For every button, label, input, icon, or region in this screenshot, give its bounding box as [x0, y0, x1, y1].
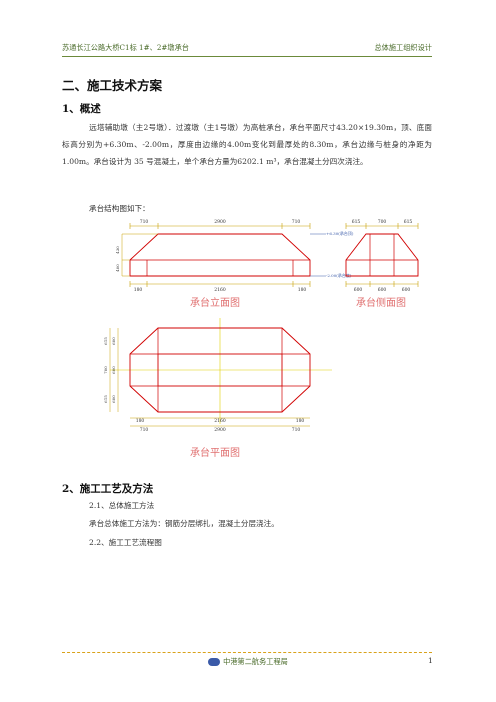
side-outline — [345, 233, 419, 277]
elev-level-top: +6.30(承台顶) — [326, 230, 354, 236]
side-bottom-dim-1: 600 — [378, 287, 387, 293]
plan-left-inner-dim-2: 600 — [111, 395, 116, 403]
pile-cap-drawing: 710 2900 710 430 400 +6.30(承台顶) -2.00(承台… — [100, 212, 440, 462]
plan-bottom-inner-dim-2: 180 — [296, 418, 305, 424]
side-top-dim-2: 615 — [404, 219, 413, 225]
plan-bottom-outer-dim-2: 710 — [292, 427, 301, 433]
plan-bottom-inner-dim-1: 2160 — [214, 418, 226, 424]
plan-bottom-inner-dim-0: 180 — [136, 418, 145, 424]
side-top-dim-0: 615 — [352, 219, 361, 225]
elev-outline — [129, 233, 311, 277]
figure-intro: 承台结构图如下： — [89, 204, 150, 213]
elevation-view: 710 2900 710 430 400 +6.30(承台顶) -2.00(承台… — [115, 219, 354, 293]
footer-rule — [62, 652, 432, 653]
pile-cap-svg: 710 2900 710 430 400 +6.30(承台顶) -2.00(承台… — [103, 219, 419, 433]
plan-left-dim-0: 615 — [103, 337, 108, 345]
plan-bottom-outer-dim-1: 2900 — [214, 427, 226, 433]
plan-left-inner-dim-0: 600 — [111, 337, 116, 345]
plan-left-dim-2: 615 — [103, 395, 108, 403]
process-sub1-text: 承台总体施工方法为：钢筋分层绑扎，混凝土分层浇注。 — [89, 519, 279, 528]
plan-caption: 承台平面图 — [190, 448, 240, 459]
overview-text: 远塔辅助墩（主2号墩）．过渡墩（主1号墩）为高桩承台，承台平面尺寸43.20×1… — [62, 123, 432, 166]
side-view: 615 700 615 600 600 600 — [345, 219, 419, 293]
elev-top-dim-0: 710 — [140, 219, 149, 225]
process-sub2: 2.2、施工工艺流程图 — [89, 538, 162, 547]
footer-org: 中港第二航务工程局 — [223, 657, 288, 666]
page-number: 1 — [428, 656, 433, 665]
process-sub1: 2.1、总体施工方法 — [89, 501, 155, 510]
elev-level-bottom: -2.00(承台底) — [326, 272, 352, 278]
elev-left-dim-1: 400 — [115, 264, 120, 272]
plan-view: 615 700 615 600 600 600 180 2160 180 710… — [103, 318, 332, 433]
elev-left-dim-0: 430 — [115, 246, 120, 254]
overview-heading: 1、概述 — [62, 103, 101, 115]
elev-bottom-dim-2: 180 — [298, 287, 307, 293]
side-bottom-dim-0: 600 — [354, 287, 363, 293]
side-caption: 承台侧面图 — [356, 298, 406, 309]
elev-bottom-dim-1: 2160 — [214, 287, 226, 293]
header-project-title: 苏通长江公路大桥C1标 1#、2#墩承台 — [62, 43, 189, 52]
section-title: 二、施工技术方案 — [62, 78, 163, 93]
plan-inner-rect — [157, 353, 283, 387]
page-footer: 中港第二航务工程局 — [0, 657, 496, 667]
plan-left-inner-dim-1: 600 — [111, 366, 116, 374]
side-top-dim-1: 700 — [378, 219, 387, 225]
overview-paragraph: 远塔辅助墩（主2号墩）．过渡墩（主1号墩）为高桩承台，承台平面尺寸43.20×1… — [62, 119, 432, 170]
elev-top-dim-2: 710 — [292, 219, 301, 225]
header-rule — [62, 56, 432, 57]
header-doc-title: 总体施工组织设计 — [374, 43, 432, 52]
elev-bottom-dim-0: 180 — [134, 287, 143, 293]
page-header: 苏通长江公路大桥C1标 1#、2#墩承台 总体施工组织设计 — [62, 40, 432, 54]
company-logo-icon — [208, 658, 221, 666]
plan-left-dim-1: 700 — [103, 366, 108, 374]
side-bottom-dim-2: 600 — [402, 287, 411, 293]
process-heading: 2、施工工艺及方法 — [62, 483, 154, 495]
elev-top-dim-1: 2900 — [214, 219, 226, 225]
elevation-caption: 承台立面图 — [190, 298, 240, 309]
plan-bottom-outer-dim-0: 710 — [140, 427, 149, 433]
